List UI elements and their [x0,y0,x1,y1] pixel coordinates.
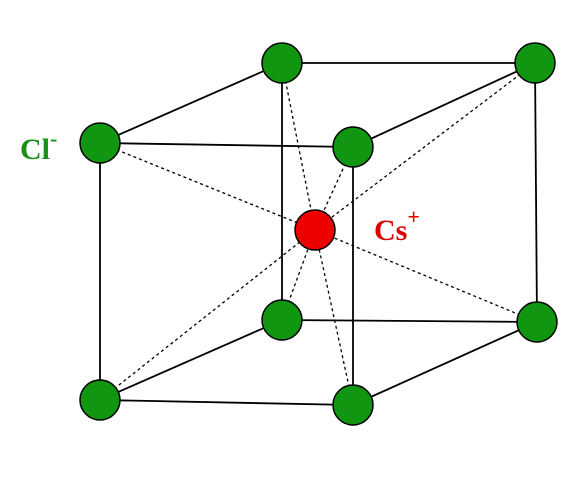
cube-edges [99,62,538,406]
edge-front-top [99,142,354,148]
edge-connect-top-right [352,62,536,148]
diagonal-back-top-right [314,62,536,231]
cl-ion-front-top-right [332,126,374,168]
cl-ion-back-bottom-right [516,301,558,343]
diagonal-front-top-left [99,142,316,231]
cl-ion-front-bottom-right [332,384,374,426]
cs-symbol: Cs [374,214,407,247]
cl-symbol: Cl [20,133,50,166]
cs-ion-center [294,209,336,251]
edge-back-right [534,62,538,323]
cl-ion-front-top-left [79,122,121,164]
cl-ion-back-top-left [261,42,303,84]
cl-ion-front-bottom-left [79,379,121,421]
cl-label: Cl- [20,126,57,166]
edge-front-bottom [99,399,354,406]
diagonal-front-bottom-right [314,229,354,406]
chloride-ions [79,42,558,426]
cs-charge: + [407,204,420,229]
cl-charge: - [50,126,57,151]
diagonal-front-bottom-left [99,229,316,401]
edge-connect-bottom-left [99,319,283,401]
edge-back-bottom [281,319,538,323]
cl-ion-back-top-right [514,42,556,84]
edge-connect-bottom-right [352,321,538,406]
cl-ion-back-bottom-left [261,299,303,341]
diagonal-back-bottom-right [314,229,538,323]
edge-connect-top-left [99,62,283,144]
cs-label: Cs+ [374,204,420,247]
